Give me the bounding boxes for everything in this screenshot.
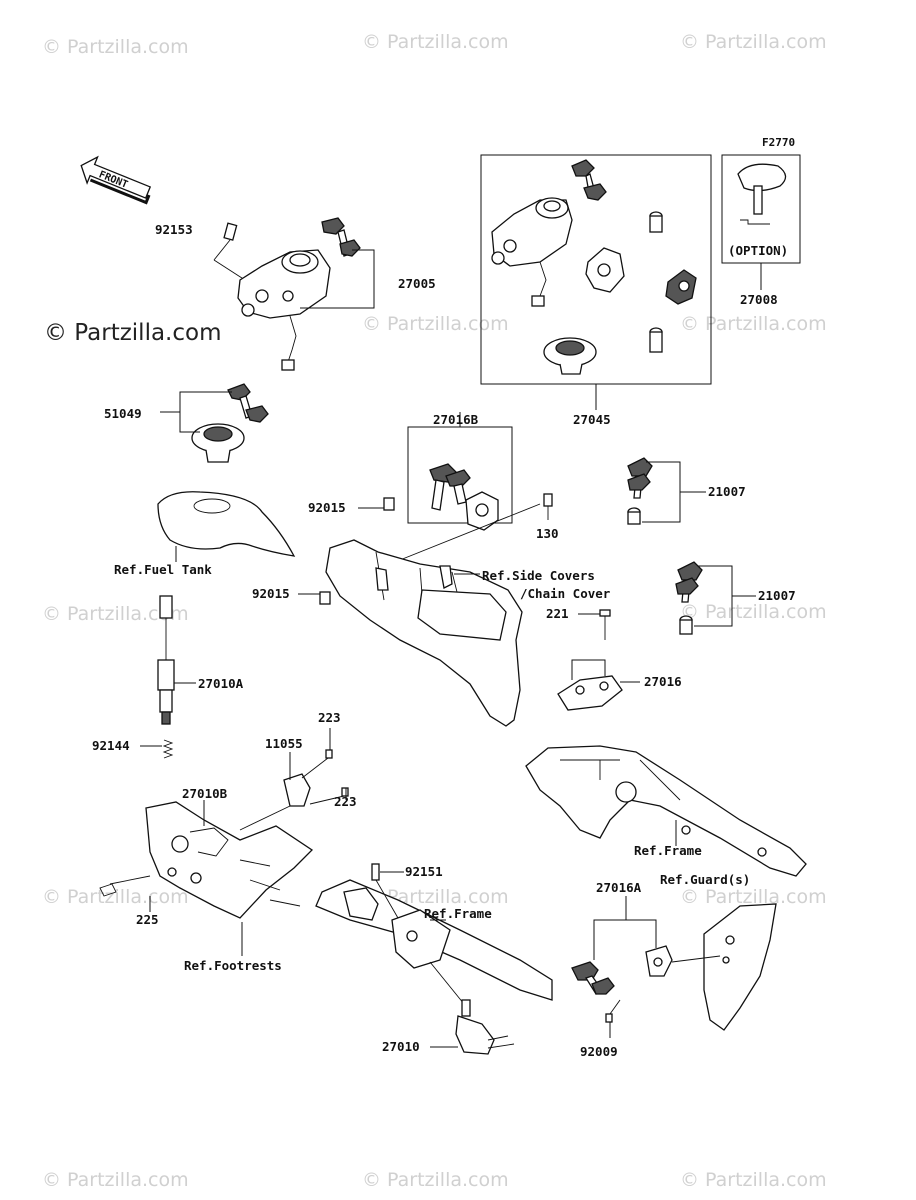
part-label-27016B: 27016B — [433, 412, 479, 427]
watermark: © Partzilla.com — [680, 31, 827, 53]
part-label-92151: 92151 — [405, 864, 443, 879]
part-label-27005: 27005 — [398, 276, 436, 291]
key-27008 — [737, 163, 787, 225]
reference-labels: Ref.Fuel Tank Ref.Side Covers /Chain Cov… — [114, 562, 750, 973]
part-label-27045: 27045 — [573, 412, 611, 427]
ref-frame: Ref.Frame — [424, 906, 492, 921]
watermark: © Partzilla.com — [42, 1169, 189, 1191]
guard — [703, 903, 777, 1031]
ref-footrests: Ref.Footrests — [184, 958, 282, 973]
fuel-tank — [157, 491, 296, 557]
part-label-92015: 92015 — [252, 586, 290, 601]
part-label-221: 221 — [546, 606, 569, 621]
part-label-27016A: 27016A — [596, 880, 642, 895]
watermark: © Partzilla.com — [680, 313, 827, 335]
watermark: © Partzilla.com — [362, 31, 509, 53]
screw-221 — [599, 609, 611, 640]
frame-rear — [525, 745, 807, 877]
part-label-27010: 27010 — [382, 1039, 420, 1054]
ref-frame: Ref.Frame — [634, 843, 702, 858]
watermark: © Partzilla.com — [42, 603, 189, 625]
frame-lower — [315, 863, 553, 1001]
ignition-switch-27005 — [237, 217, 361, 371]
key-set-21007-a — [627, 457, 653, 525]
watermark-dark: © Partzilla.com — [44, 320, 222, 346]
watermark: © Partzilla.com — [42, 886, 189, 908]
ignition-set-27045 — [491, 159, 697, 375]
key-set-21007-b — [675, 561, 703, 635]
part-label-92153: 92153 — [155, 222, 193, 237]
part-label-225: 225 — [136, 912, 159, 927]
lock-27016B — [429, 463, 499, 531]
part-label-27008: 27008 — [740, 292, 778, 307]
fuel-cap-51049 — [191, 383, 269, 463]
ref-chain-cover: /Chain Cover — [520, 586, 611, 601]
part-label-130: 130 — [536, 526, 559, 541]
bolt-130 — [399, 493, 553, 561]
part-label-92144: 92144 — [92, 738, 130, 753]
screw-92153 — [213, 222, 246, 281]
switch-27010A — [157, 595, 175, 725]
part-label-92009: 92009 — [580, 1044, 618, 1059]
part-label-27016: 27016 — [644, 674, 682, 689]
clip-92015-a — [383, 497, 395, 511]
part-label-11055: 11055 — [265, 736, 303, 751]
ref-side-covers: Ref.Side Covers — [482, 568, 595, 583]
clip-92015-b — [319, 591, 331, 605]
figure-code: F2770 — [762, 136, 795, 149]
ref-fuel-tank: Ref.Fuel Tank — [114, 562, 212, 577]
spring-92144 — [162, 739, 174, 759]
footrest-bracket — [99, 801, 314, 919]
option-label: (OPTION) — [728, 243, 788, 258]
lock-27016A — [571, 945, 673, 1023]
ref-guards: Ref.Guard(s) — [660, 872, 750, 887]
part-labels: 92153 27005 27008 27045 51049 27016B 920… — [92, 222, 796, 1059]
watermark: © Partzilla.com — [362, 313, 509, 335]
bracket-27016 — [557, 675, 623, 711]
switch-27010 — [429, 961, 515, 1055]
part-label-92015: 92015 — [308, 500, 346, 515]
part-label-51049: 51049 — [104, 406, 142, 421]
front-arrow-icon: FRONT — [80, 155, 152, 205]
part-label-21007: 21007 — [708, 484, 746, 499]
part-label-27010A: 27010A — [198, 676, 244, 691]
part-label-223: 223 — [318, 710, 341, 725]
watermark: © Partzilla.com — [42, 36, 189, 58]
part-label-27010B: 27010B — [182, 786, 228, 801]
watermark: © Partzilla.com — [680, 886, 827, 908]
watermark: © Partzilla.com — [362, 1169, 509, 1191]
watermark: © Partzilla.com — [680, 601, 827, 623]
part-label-223: 223 — [334, 794, 357, 809]
side-cover — [325, 539, 523, 727]
bracket-11055 — [239, 749, 349, 831]
watermark: © Partzilla.com — [680, 1169, 827, 1191]
part-label-21007: 21007 — [758, 588, 796, 603]
